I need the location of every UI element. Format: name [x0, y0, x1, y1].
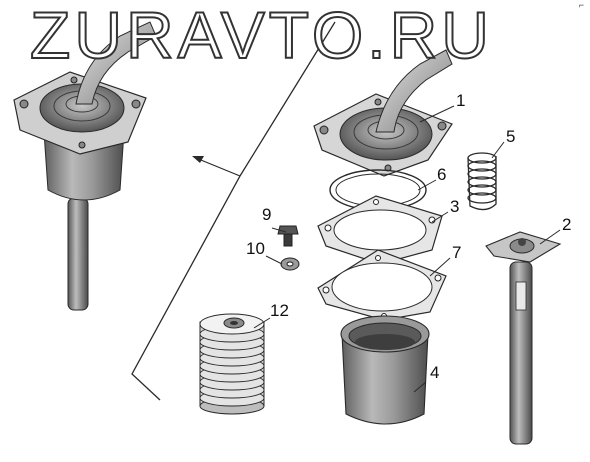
- callout-3: 3: [450, 197, 460, 216]
- watermark-text: ZURAVTO.RU: [29, 0, 493, 72]
- callout-2: 2: [562, 215, 572, 234]
- assembled-lever: [75, 21, 157, 105]
- callout-6: 6: [437, 165, 447, 184]
- part-7-gasket: [317, 249, 447, 321]
- part-5-spring: [467, 152, 497, 211]
- callout-9: 9: [262, 205, 272, 224]
- assembled-rod: [67, 197, 89, 311]
- assembly-divider: [131, 21, 336, 401]
- assembled-gear-lever-unit: [13, 21, 157, 311]
- part-2-shift-rod: [485, 231, 562, 445]
- part-3-gasket: [317, 195, 443, 265]
- leader-lines: [253, 105, 561, 393]
- callout-10: 10: [246, 239, 265, 258]
- part-10-washer: [280, 257, 300, 271]
- part-9-bolt: [277, 225, 299, 247]
- assembled-housing: [43, 131, 125, 201]
- part-12-bellows: [199, 313, 265, 415]
- callout-12: 12: [270, 301, 289, 320]
- direction-arrow-icon: [192, 156, 204, 163]
- part-1-lever-flange: [313, 49, 453, 177]
- callout-4: 4: [430, 363, 440, 382]
- callout-1: 1: [456, 91, 466, 110]
- part-4-housing-cup: [340, 315, 430, 425]
- corner-mark: ⌐: [578, 0, 584, 10]
- callout-5: 5: [506, 127, 516, 146]
- callout-7: 7: [452, 243, 462, 262]
